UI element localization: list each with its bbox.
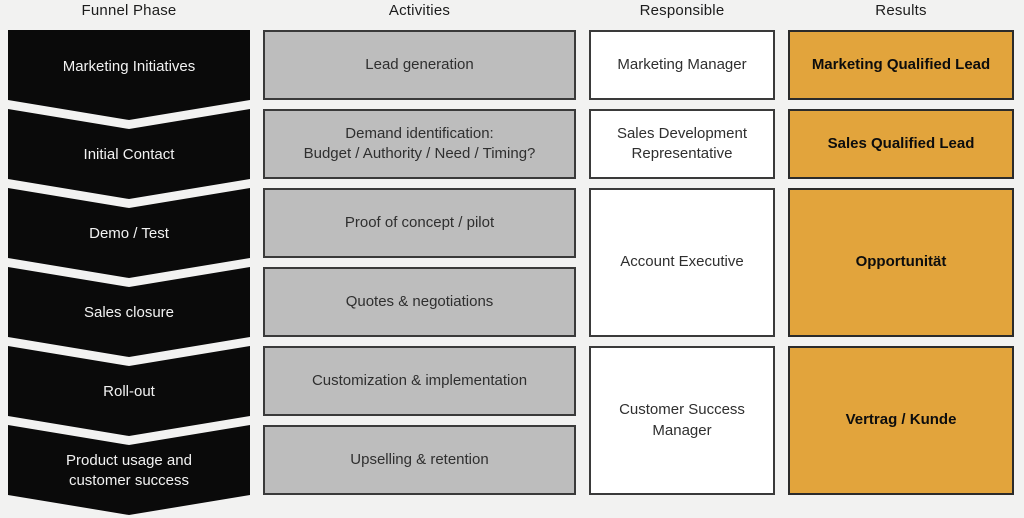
result-box-opportunitaet: Opportunität	[788, 188, 1014, 337]
responsible-label: Marketing Manager	[617, 55, 747, 73]
activity-box-proof-of-concept: Proof of concept / pilot	[263, 188, 576, 258]
phase-label: Marketing Initiatives	[62, 57, 196, 75]
phase-label: Product usage and customer success	[66, 451, 192, 489]
responsible-label: Account Executive	[620, 253, 744, 271]
activity-box-quotes-negotiations: Quotes & negotiations	[263, 267, 576, 337]
activity-label: Proof of concept / pilot	[344, 213, 495, 231]
phase-chevron-marketing-initiatives: Marketing Initiatives	[8, 30, 250, 120]
activity-label: Lead generation	[365, 55, 474, 73]
phase-label: Initial Contact	[83, 145, 175, 163]
activity-box-demand-identification: Demand identification: Budget / Authorit…	[263, 109, 576, 179]
activity-label-line2: Budget / Authority / Need / Timing?	[303, 145, 536, 162]
column-header-results: Results	[875, 2, 927, 19]
column-header-responsible: Responsible	[639, 2, 725, 19]
responsible-label: Sales Development Representative	[616, 124, 748, 162]
phase-label: Sales closure	[83, 303, 175, 321]
activity-box-upselling-retention: Upselling & retention	[263, 425, 576, 495]
result-label: Vertrag / Kunde	[845, 411, 957, 429]
responsible-label: Customer Success Manager	[619, 401, 745, 439]
phase-chevron-sales-closure: Sales closure	[8, 267, 250, 357]
responsible-box-customer-success-manager: Customer Success Manager	[589, 346, 775, 495]
activity-label: Customization & implementation	[311, 371, 528, 389]
column-header-funnel-phase: Funnel Phase	[81, 2, 177, 19]
result-label: Marketing Qualified Lead	[811, 55, 991, 73]
phase-chevron-demo-test: Demo / Test	[8, 188, 250, 278]
phase-chevron-roll-out: Roll-out	[8, 346, 250, 436]
phase-chevron-product-usage: Product usage and customer success	[8, 425, 250, 515]
column-header-activities: Activities	[388, 2, 451, 19]
activity-label: Demand identification:	[345, 124, 494, 142]
phase-label: Roll-out	[103, 382, 155, 400]
activity-label: Quotes & negotiations	[345, 292, 494, 310]
result-label: Sales Qualified Lead	[827, 134, 975, 152]
phase-chevron-initial-contact: Initial Contact	[8, 109, 250, 199]
responsible-box-marketing-manager: Marketing Manager	[589, 30, 775, 100]
result-box-sales-qualified-lead: Sales Qualified Lead	[788, 109, 1014, 179]
activity-label: Upselling & retention	[350, 450, 489, 468]
activity-box-customization-implementation: Customization & implementation	[263, 346, 576, 416]
activity-box-lead-generation: Lead generation	[263, 30, 576, 100]
phase-label: Demo / Test	[89, 224, 169, 242]
result-box-vertrag-kunde: Vertrag / Kunde	[788, 346, 1014, 495]
result-label: Opportunität	[855, 253, 947, 271]
responsible-box-account-executive: Account Executive	[589, 188, 775, 337]
responsible-box-sales-development-representative: Sales Development Representative	[589, 109, 775, 179]
result-box-marketing-qualified-lead: Marketing Qualified Lead	[788, 30, 1014, 100]
